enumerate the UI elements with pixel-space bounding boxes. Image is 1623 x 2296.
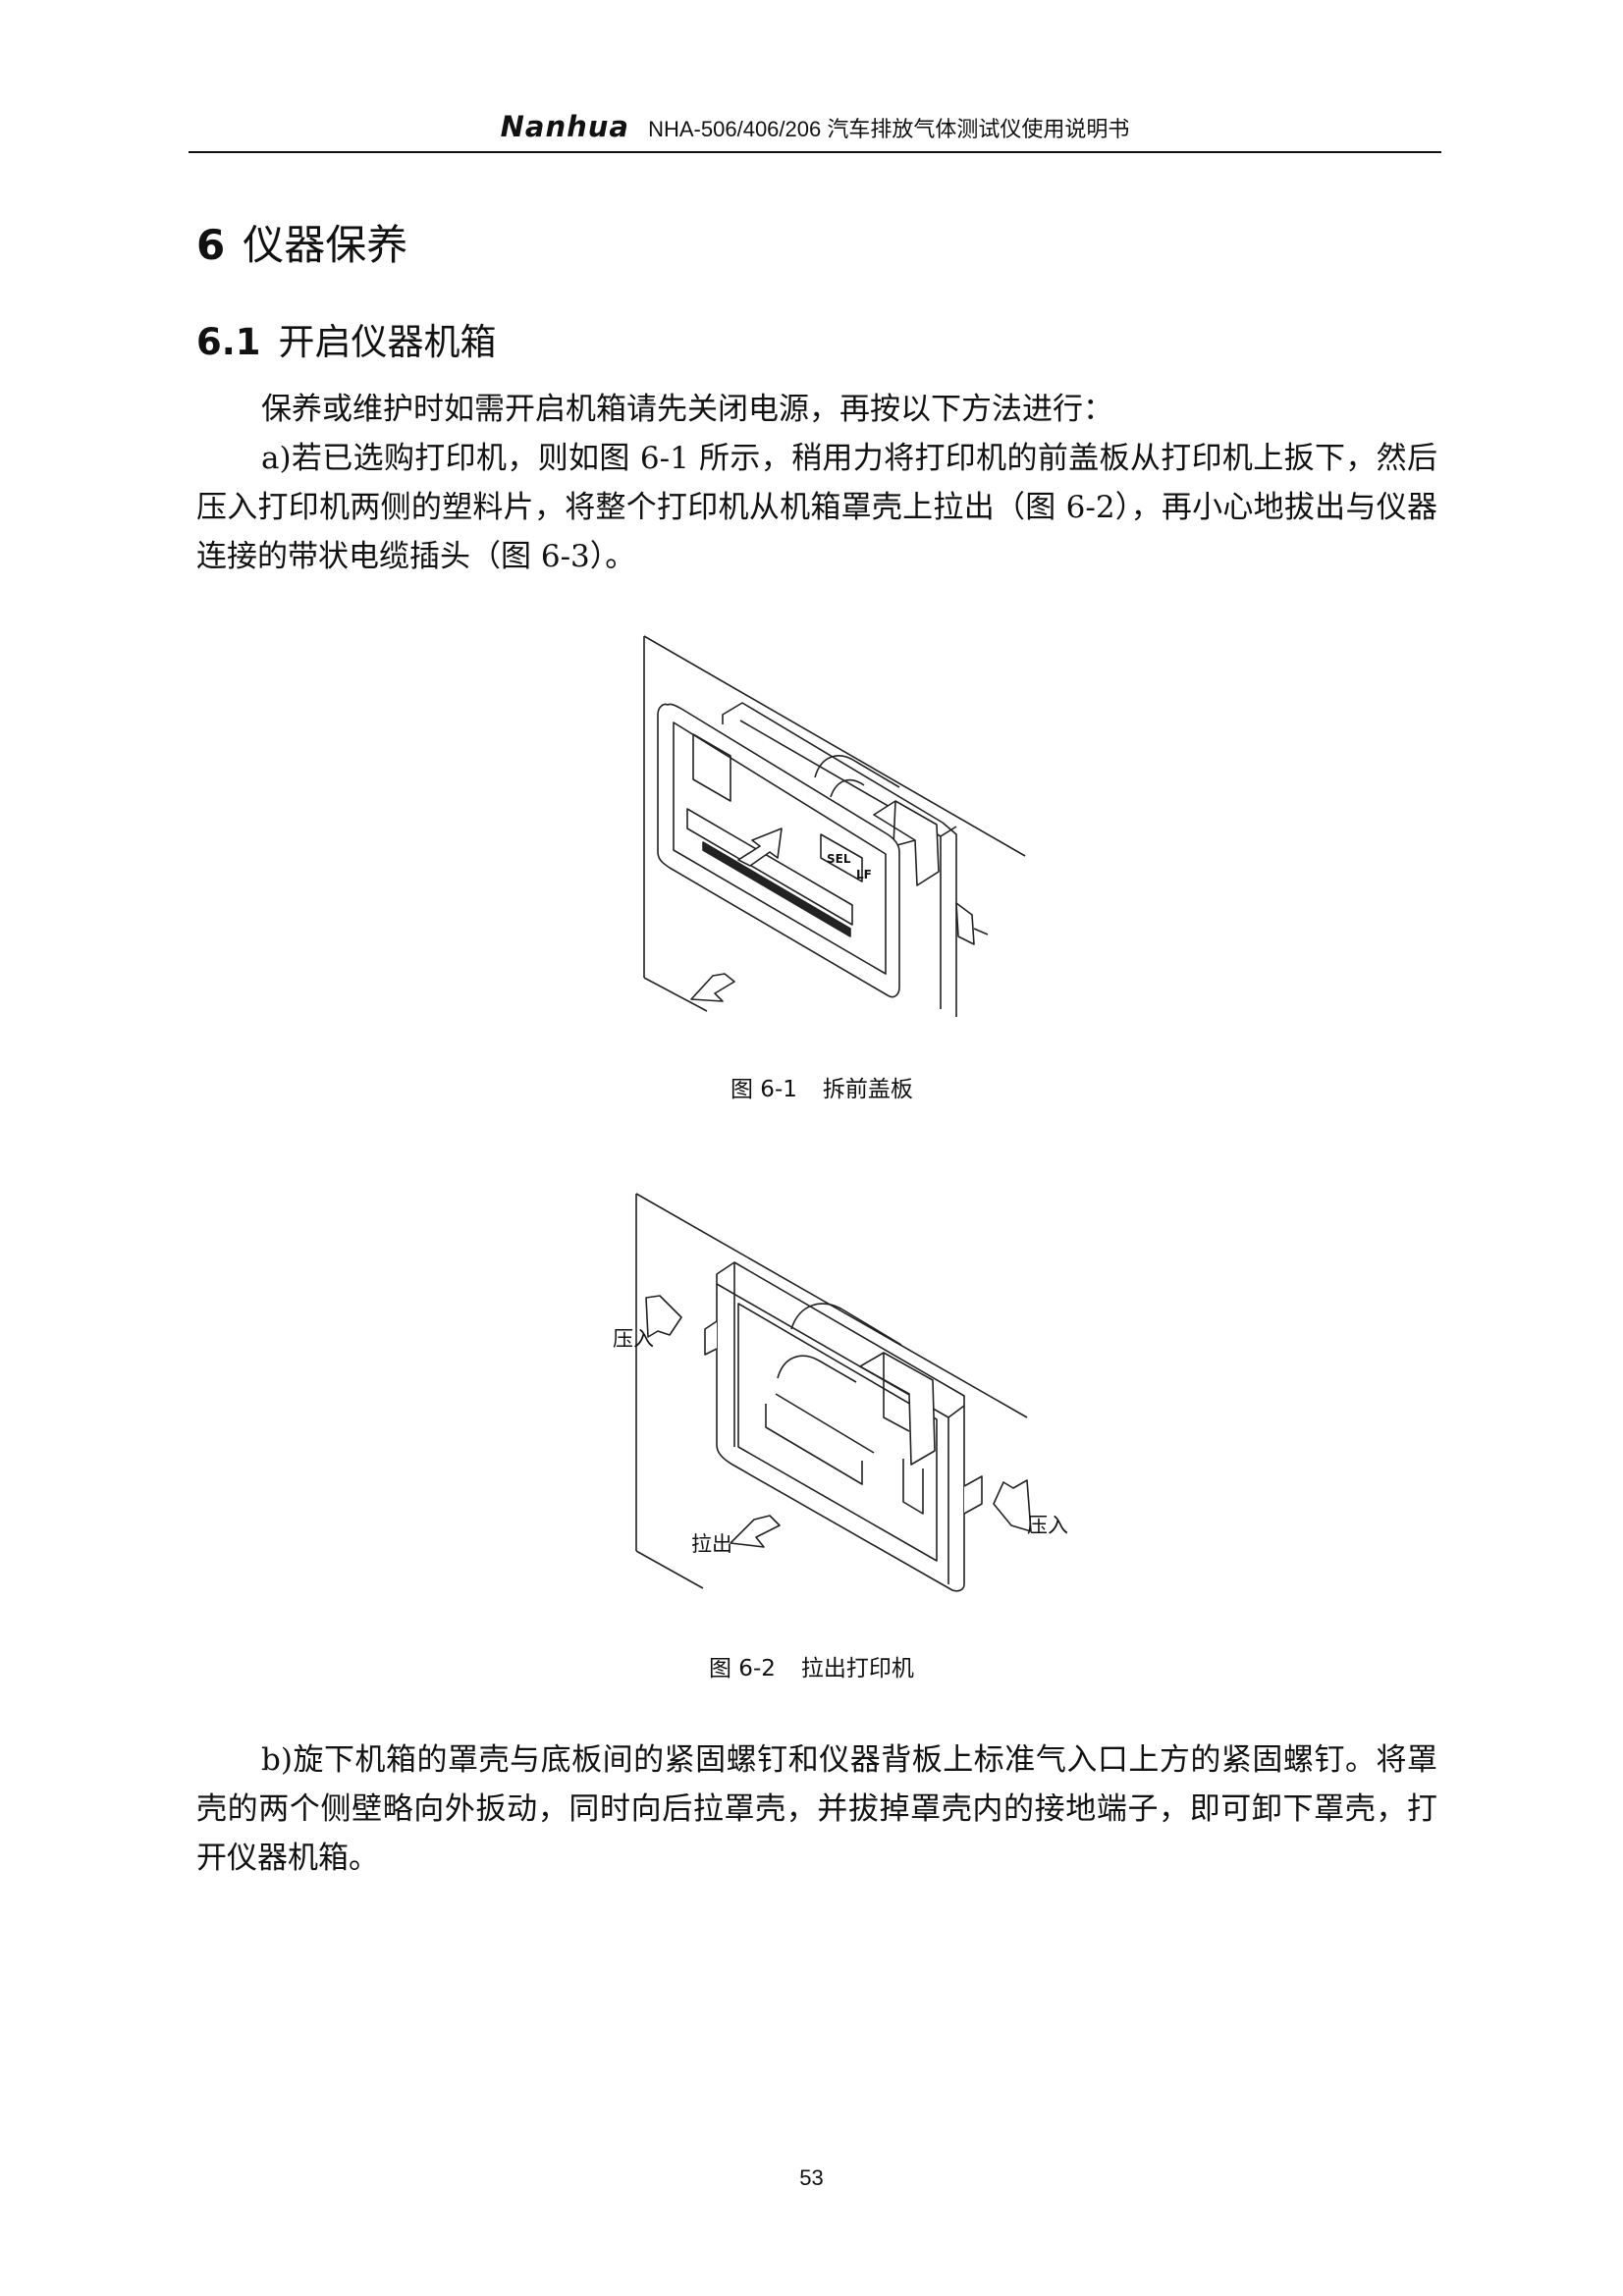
press-arrow-right-icon [993,1479,1032,1532]
step-a-paragraph: a)若已选购打印机，则如图 6-1 所示，稍用力将打印机的前盖板从打印机上扳下，… [196,434,1437,581]
wall-bottom-edge [635,1550,704,1589]
header-title: NHA-506/406/206 汽车排放气体测试仪使用说明书 [648,117,1130,141]
display-window [692,733,731,802]
printer-housing [716,1261,965,1592]
panel-label-lf: LF [856,868,872,881]
step-a-text: a)若已选购打印机，则如图 6-1 所示，稍用力将打印机的前盖板从打印机上扳下，… [196,441,1437,574]
subsection-title: 开启仪器机箱 [278,321,497,363]
section-title: 仪器保养 [243,221,408,269]
intro-paragraph: 保养或维护时如需开启机箱请先关闭电源，再按以下方法进行： [196,385,1437,434]
label-pull-out: 拉出 [691,1532,732,1556]
figure-1-number: 图 6-1 [730,1077,797,1102]
panel-label-sel: SEL [827,852,851,866]
printer-back-frame [722,702,957,1017]
label-press-left: 压入 [613,1327,654,1351]
label-press-right: 压入 [1027,1514,1068,1537]
figure-1-caption: 图 6-1 拆前盖板 [730,1070,913,1103]
figure-2-title: 拉出打印机 [800,1656,914,1682]
subsection-number: 6.1 [196,321,261,363]
figure-2-caption: 图 6-2 拉出打印机 [709,1649,914,1682]
paper-slot [702,841,851,937]
header-rule [189,151,1441,153]
paper-roll [814,755,900,788]
figure-1-title: 拆前盖板 [822,1077,913,1102]
figure-2-number: 图 6-2 [709,1656,776,1682]
subsection-heading: 6.1 开启仪器机箱 [196,312,497,365]
side-clip [955,902,975,945]
figure-remove-front-cover: SEL LF [628,624,1041,1017]
wall-bottom-edge [643,977,708,1012]
section-number: 6 [196,221,226,269]
intro-text: 保养或维护时如需开启机箱请先关闭电源，再按以下方法进行： [261,392,1113,427]
brand-logo: Nanhua [500,110,630,143]
paper-roll [790,1303,902,1346]
page-header: Nanhua NHA-506/406/206 汽车排放气体测试仪使用说明书 [189,110,1441,153]
step-b-text: b)旋下机箱的罩壳与底板间的紧固螺钉和仪器背板上标准气入口上方的紧固螺钉。将罩壳… [196,1742,1437,1876]
right-clip [963,1475,983,1515]
wall-top-edge [643,635,1026,857]
pull-arrow-icon [730,1515,781,1548]
figure-pull-out-printer [609,1182,1041,1600]
page-number: 53 [799,2165,824,2190]
step-b-paragraph: b)旋下机箱的罩壳与底板间的紧固螺钉和仪器背板上标准气入口上方的紧固螺钉。将罩壳… [196,1735,1437,1883]
arrow-out-icon [690,973,735,1002]
press-arrow-left-icon [645,1295,682,1338]
arrow-down-left-icon [737,828,783,867]
section-heading: 6 仪器保养 [196,212,407,272]
control-panel [820,833,863,882]
left-clip [704,1320,718,1356]
